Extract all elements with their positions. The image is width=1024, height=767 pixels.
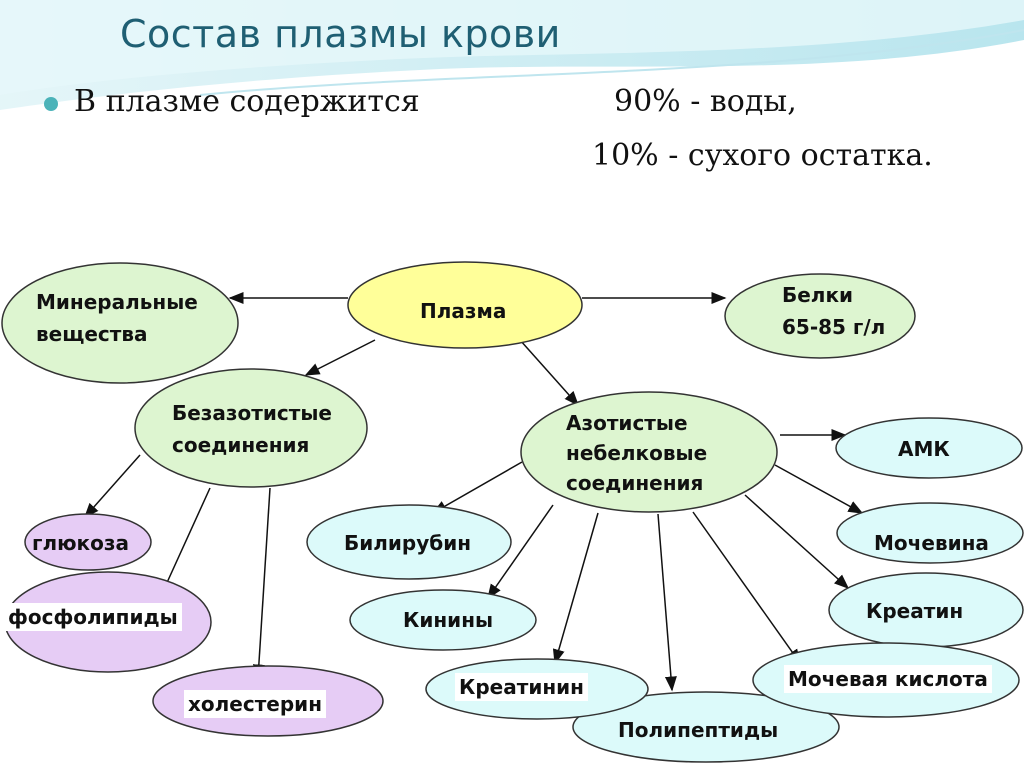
label-plasma: Плазма (420, 299, 506, 323)
label-uric-acid: Мочевая кислота (784, 665, 992, 693)
intro-lead: В плазме содержится (74, 84, 420, 119)
node-urea (836, 502, 1024, 564)
label-creatinine: Креатинин (455, 673, 588, 701)
arrow-to-phospholipids (159, 487, 211, 600)
arrow-plasma-nitrogen-free (304, 339, 376, 376)
label-urea: Мочевина (874, 531, 989, 555)
node-amk (835, 417, 1023, 479)
label-nitrogen-free-1: Безазотистые (172, 401, 332, 425)
label-bilirubin: Билирубин (344, 531, 471, 555)
label-proteins-1: Белки (782, 283, 853, 307)
node-plasma (347, 261, 583, 349)
arrow-to-urea (774, 464, 864, 514)
label-glucose: глюкоза (32, 531, 129, 555)
node-glucose (24, 513, 152, 571)
arrow-to-uric-acid (692, 511, 801, 665)
intro-dry: 10% - сухого остатка. (592, 138, 933, 173)
label-amk: АМК (898, 437, 950, 461)
label-proteins-2: 65-85 г/л (782, 315, 885, 339)
label-polypeptides: Полипептиды (618, 718, 778, 742)
intro-water: 90% - воды, (614, 84, 797, 119)
label-nitrogen-free-2: соединения (172, 433, 309, 457)
label-creatine: Креатин (866, 599, 963, 623)
label-nitrogen-3: соединения (566, 471, 703, 495)
label-cholesterol: холестерин (184, 690, 327, 718)
arrows (84, 292, 864, 692)
node-minerals (1, 262, 239, 384)
arrow-to-kinins (487, 504, 554, 600)
arrow-to-polypeptides (657, 513, 677, 692)
bullet-dot-icon (44, 97, 58, 111)
node-proteins (724, 273, 916, 359)
label-minerals-2: вещества (36, 322, 148, 346)
label-kinins: Кинины (403, 608, 493, 632)
label-nitrogen-2: небелковые (566, 441, 707, 465)
node-bilirubin (306, 504, 512, 580)
arrow-plasma-nitrogen (519, 339, 579, 407)
node-nitrogen (520, 391, 778, 513)
node-kinins (349, 589, 537, 651)
header-wave (0, 0, 1024, 110)
label-nitrogen-1: Азотистые (566, 411, 688, 435)
node-polypeptides (572, 691, 840, 763)
arrow-to-bilirubin (431, 461, 523, 514)
arrow-to-cholesterol (252, 487, 271, 680)
arrow-to-glucose (84, 454, 141, 519)
label-phospholipids: фосфолипиды (4, 603, 182, 631)
page-title: Состав плазмы крови (120, 12, 561, 56)
node-nitrogen-free (134, 368, 368, 488)
arrow-to-creatine (744, 494, 850, 590)
arrow-to-creatinine (552, 512, 599, 665)
label-minerals-1: Минеральные (36, 290, 198, 314)
